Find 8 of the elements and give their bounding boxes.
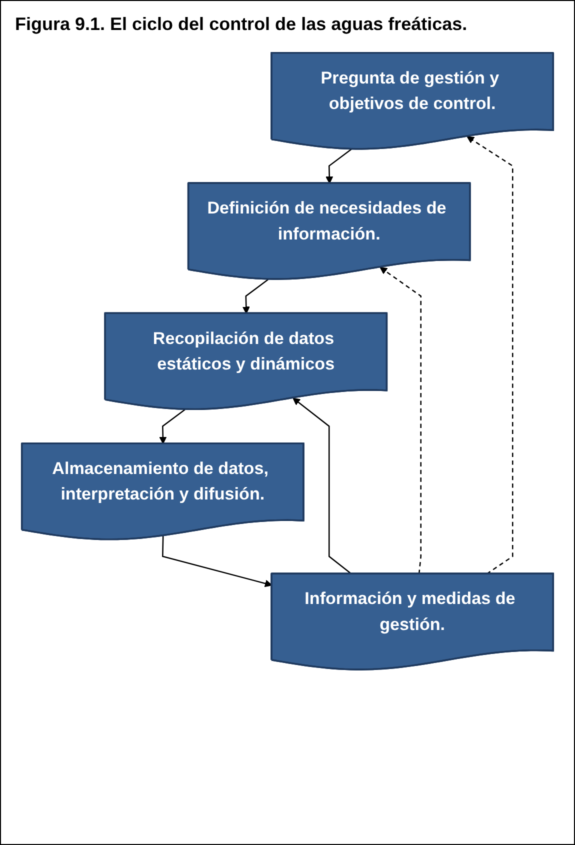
- arrow: [326, 148, 352, 184]
- arrow: [292, 398, 352, 574]
- figure-title: Figura 9.1. El ciclo del control de las aguas freáticas.: [15, 13, 468, 36]
- arrow: [466, 136, 514, 574]
- arrow: [242, 278, 269, 314]
- arrow: [159, 408, 186, 444]
- arrow: [162, 536, 272, 588]
- arrow: [380, 266, 422, 574]
